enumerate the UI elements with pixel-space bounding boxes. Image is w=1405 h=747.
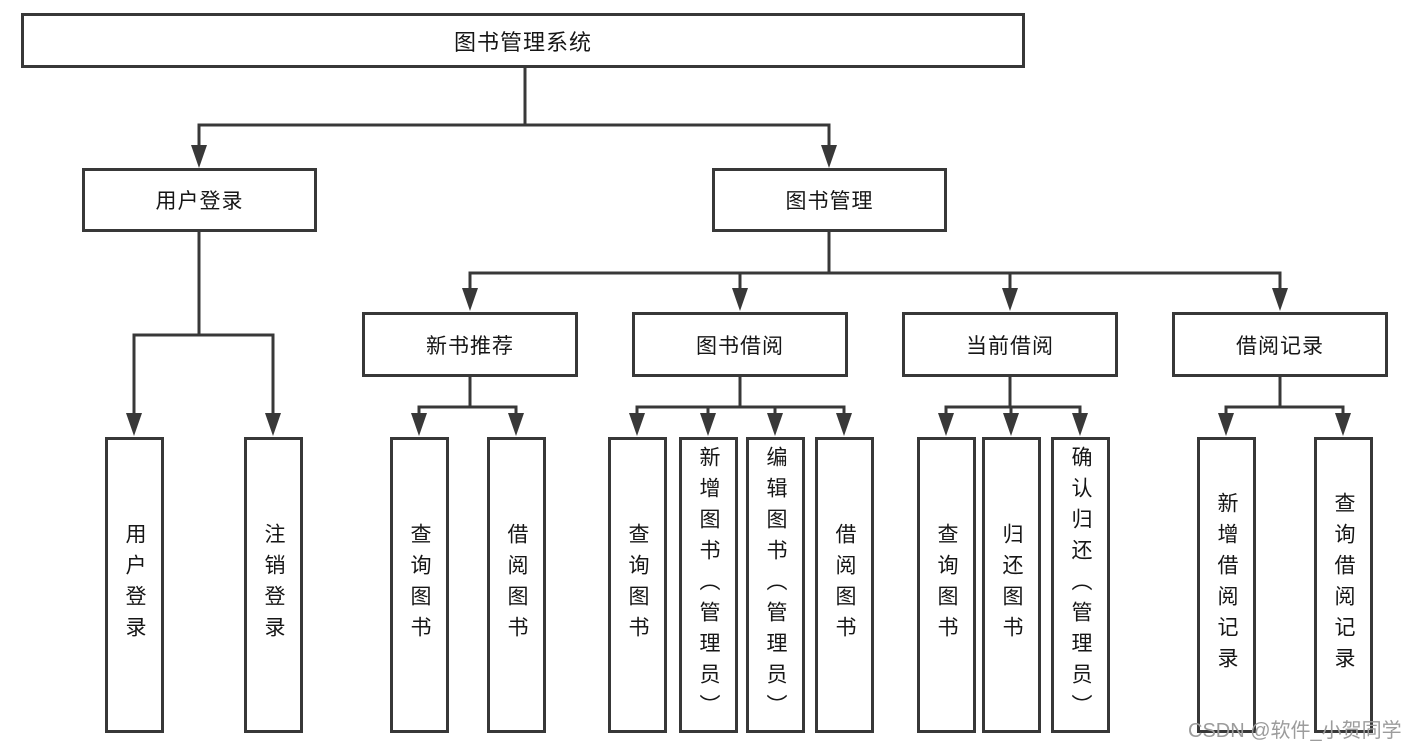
connector-user-login-children <box>126 232 281 436</box>
node-return-books: 归还图书 <box>982 437 1041 733</box>
node-book-borrowing: 图书借阅 <box>632 312 848 377</box>
node-label: 借阅图书 <box>505 523 528 647</box>
node-query-books-3: 查询图书 <box>917 437 976 733</box>
node-label: 新增图书（管理员） <box>697 445 720 725</box>
node-label: 借阅图书 <box>833 523 856 647</box>
node-label: 查询图书 <box>408 523 431 647</box>
node-new-book-recommend: 新书推荐 <box>362 312 578 377</box>
node-query-borrow-record: 查询借阅记录 <box>1314 437 1373 733</box>
node-label: 当前借阅 <box>966 334 1054 358</box>
node-book-management: 图书管理 <box>712 168 947 232</box>
node-label: 确认归还（管理员） <box>1069 445 1092 725</box>
node-borrowing-records: 借阅记录 <box>1172 312 1388 377</box>
node-user-login: 用户登录 <box>82 168 317 232</box>
connector-new-book-rec-children <box>411 377 524 436</box>
node-label: 用户登录 <box>155 190 244 213</box>
connector-root-to-level2 <box>191 68 837 168</box>
node-label: 图书借阅 <box>696 334 784 358</box>
node-label: 查询图书 <box>935 523 958 647</box>
node-borrow-books-1: 借阅图书 <box>487 437 546 733</box>
node-label: 图书管理 <box>785 190 874 213</box>
connector-book-borrow-children <box>629 377 852 436</box>
connector-borrow-record-children <box>1218 377 1351 436</box>
node-edit-book-admin: 编辑图书（管理员） <box>746 437 805 733</box>
node-add-borrow-record: 新增借阅记录 <box>1197 437 1256 733</box>
node-confirm-return-admin: 确认归还（管理员） <box>1051 437 1110 733</box>
connector-current-borrow-children <box>938 377 1088 436</box>
csdn-watermark: CSDN @软件_小贺同学 <box>1188 720 1402 742</box>
node-label: 查询借阅记录 <box>1332 492 1355 678</box>
node-logout: 注销登录 <box>244 437 303 733</box>
node-label: 借阅记录 <box>1236 334 1324 358</box>
node-label: 图书管理系统 <box>453 29 592 55</box>
node-label: 用户登录 <box>123 523 146 647</box>
node-label: 新增借阅记录 <box>1215 492 1238 678</box>
node-label: 新书推荐 <box>426 334 514 358</box>
node-query-books-2: 查询图书 <box>608 437 667 733</box>
node-add-book-admin: 新增图书（管理员） <box>679 437 738 733</box>
node-current-borrowing: 当前借阅 <box>902 312 1118 377</box>
node-query-books-1: 查询图书 <box>390 437 449 733</box>
node-label: 归还图书 <box>1000 523 1023 647</box>
connector-book-mgmt-to-level3 <box>462 232 1288 311</box>
node-user-login-leaf: 用户登录 <box>105 437 164 733</box>
node-label: 编辑图书（管理员） <box>764 445 787 725</box>
node-label: 查询图书 <box>626 523 649 647</box>
node-label: 注销登录 <box>262 523 285 647</box>
node-library-management-system: 图书管理系统 <box>21 13 1025 68</box>
node-borrow-books-2: 借阅图书 <box>815 437 874 733</box>
